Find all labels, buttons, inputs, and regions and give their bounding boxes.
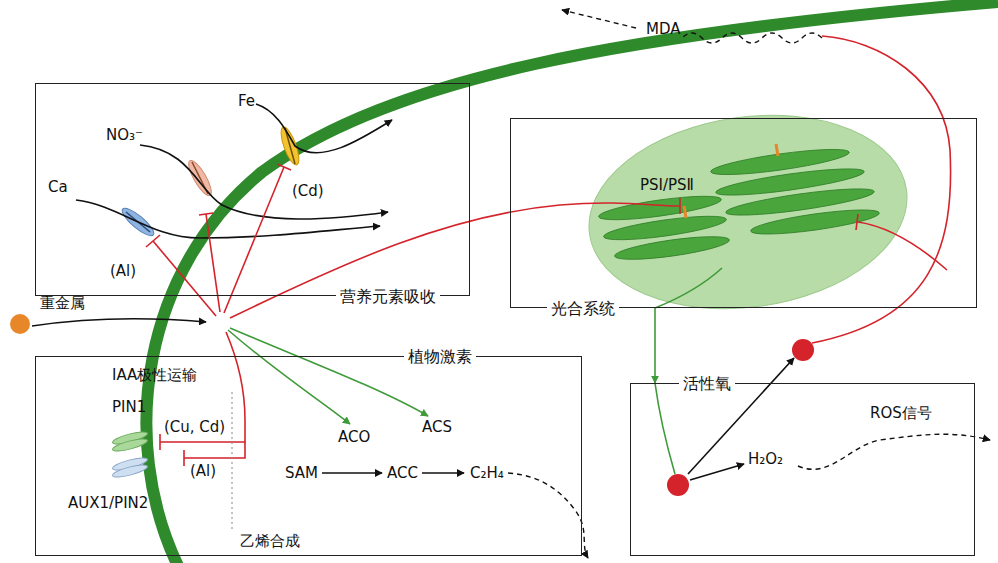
mda-wave	[682, 33, 822, 43]
ros-arrow	[690, 464, 744, 480]
chloroplast	[576, 96, 919, 329]
divider	[232, 392, 233, 530]
metal-label: (Al)	[110, 262, 136, 280]
metal-label: (Cd)	[292, 182, 324, 200]
inhibition-lines	[146, 36, 951, 466]
panel-heading: 植物激素	[404, 348, 476, 366]
process-label: 乙烯合成	[240, 532, 300, 550]
hormone-arrows	[228, 268, 722, 474]
ion-label: Fe	[238, 92, 255, 110]
molecule-label: ACC	[387, 464, 418, 482]
transporter-label: AUX1/PIN2	[68, 494, 148, 512]
molecule-label: H₂O₂	[748, 450, 783, 468]
panel-box: 营养元素吸收	[35, 83, 470, 296]
ion-label: NO₃⁻	[106, 126, 143, 144]
enzyme-label: ACO	[338, 428, 370, 446]
panel-box: 植物激素	[35, 356, 582, 556]
ion-label: Ca	[48, 178, 68, 196]
ros-dot	[792, 339, 814, 361]
signal-label: ROS信号	[870, 404, 932, 422]
process-label: IAA极性运输	[112, 366, 197, 384]
molecule-label: C₂H₄	[470, 464, 504, 482]
molecule-label: MDA	[646, 20, 681, 38]
flow-arrow	[654, 308, 656, 383]
ros-dot	[667, 474, 689, 496]
metal-label: (Cu, Cd)	[164, 418, 225, 436]
metal-label: 重金属	[40, 294, 85, 312]
mda-arrow	[562, 10, 636, 28]
panel-heading: 活性氧	[679, 375, 735, 393]
uptake-arrow	[32, 319, 206, 326]
panel-heading: 光合系统	[547, 300, 619, 318]
transporters	[112, 125, 303, 479]
panel-box: 光合系统	[510, 118, 977, 308]
nutrient-arrows	[76, 104, 392, 238]
ros-signal	[798, 434, 990, 469]
ethylene-signal	[508, 473, 588, 558]
metal-dot	[10, 314, 30, 334]
part-label: PSⅠ/PSⅡ	[640, 176, 694, 194]
metal-label: (Al)	[190, 462, 216, 480]
plant-stem	[146, 2, 998, 563]
enzyme-label: ACS	[422, 418, 452, 436]
transporter-label: PIN1	[112, 398, 146, 416]
panel-heading: 营养元素吸收	[336, 288, 440, 306]
molecule-label: SAM	[285, 464, 318, 482]
